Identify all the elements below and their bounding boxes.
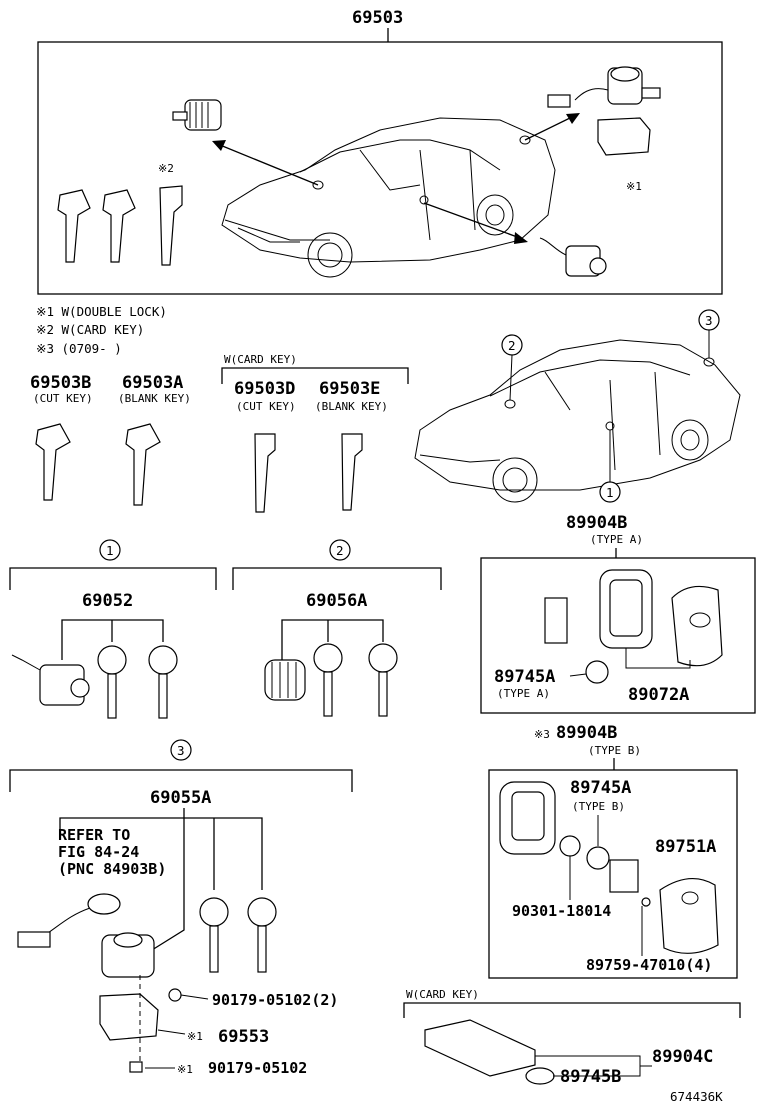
group-3-leader-top [59, 817, 263, 890]
group-1-callout-label: 1 [106, 543, 114, 558]
type-a-case-part-number: 89072A [628, 685, 689, 705]
group-3-leader-main [151, 808, 185, 951]
group-2-callout: 2 [329, 539, 351, 561]
type-a-frame [480, 557, 756, 714]
card-key-illustrations [254, 433, 363, 513]
refer-line-1: REFER TO [58, 826, 130, 844]
group-2-callout-label: 2 [336, 543, 344, 558]
trunk-cylinder-part [539, 237, 607, 277]
type-a-part-number: 89904B [566, 513, 627, 533]
callout-1-car: 1 [599, 430, 621, 503]
cut-key-part-number: 69503B [30, 373, 91, 393]
group-3-bolt-part-number: 90179-05102 [208, 1059, 307, 1077]
type-b-mark: ※3 [534, 728, 550, 741]
group-1-callout: 1 [99, 539, 121, 561]
keys-in-assembly [57, 185, 183, 266]
note-mark-1: ※1 [626, 180, 642, 193]
refer-line-2: FIG 84-24 [58, 843, 139, 861]
type-b-battery-part-number: 89745A [570, 778, 631, 798]
card-key-bottom-bracket [403, 1002, 741, 1018]
group-1-part-number: 69052 [82, 591, 133, 611]
type-b-parts [499, 781, 719, 954]
card-blank-key-part-number: 69503E [319, 379, 380, 399]
door-cylinder-part [172, 99, 222, 131]
group-3-bolt-mark: ※1 [177, 1063, 193, 1076]
callout-3-car: 3 [698, 309, 720, 358]
note-3: ※3 (0709- ) [36, 341, 122, 356]
type-b-cover-part-number: 89751A [655, 837, 716, 857]
car-illustration-right [414, 339, 741, 503]
group-2-bracket [232, 567, 442, 590]
type-a-desc: (TYPE A) [590, 533, 643, 546]
car-illustration-top [221, 117, 556, 278]
cut-key-desc: (CUT KEY) [33, 392, 93, 405]
type-b-screw-part-number: 89759-47010(4) [586, 956, 712, 974]
cover-part-top [597, 117, 651, 156]
key-illustrations [35, 423, 161, 506]
type-a-parts [544, 569, 723, 684]
group-3-cover-part-number: 69553 [218, 1027, 269, 1047]
group-3-screw-part-number: 90179-05102(2) [212, 991, 338, 1009]
group-2-leader [281, 619, 384, 660]
callout-2-car-label: 2 [508, 338, 516, 353]
assembly-part-number: 69503 [352, 8, 403, 28]
callout-1-car-label: 1 [606, 485, 614, 500]
type-b-part-number: 89904B [556, 723, 617, 743]
note-mark-2: ※2 [158, 162, 174, 175]
note-2: ※2 W(CARD KEY) [36, 322, 144, 337]
blank-key-part-number: 69503A [122, 373, 183, 393]
blank-key-desc: (BLANK KEY) [118, 392, 191, 405]
figure-id: 674436K [670, 1089, 723, 1104]
note-1: ※1 W(DOUBLE LOCK) [36, 304, 167, 319]
type-b-frame [488, 769, 738, 979]
group-3-part-number: 69055A [150, 788, 211, 808]
callout-2-car: 2 [501, 334, 523, 401]
card-key-label: W(CARD KEY) [406, 988, 479, 1001]
group-1-bracket [9, 567, 217, 590]
type-b-oring-part-number: 90301-18014 [512, 902, 611, 920]
card-blank-key-desc: (BLANK KEY) [315, 400, 388, 413]
type-b-battery-desc: (TYPE B) [572, 800, 625, 813]
group-3-callout-label: 3 [177, 743, 185, 758]
group-3-cover-mark: ※1 [187, 1030, 203, 1043]
card-cut-key-part-number: 69503D [234, 379, 295, 399]
group-2-part-number: 69056A [306, 591, 367, 611]
type-a-battery-part-number: 89745A [494, 667, 555, 687]
group-2-parts [264, 643, 398, 717]
ignition-switch-part [547, 66, 661, 108]
type-b-desc: (TYPE B) [588, 744, 641, 757]
card-cut-key-desc: (CUT KEY) [236, 400, 296, 413]
card-key-group-label: W(CARD KEY) [224, 353, 297, 366]
refer-line-3: (PNC 84903B) [58, 860, 166, 878]
assembly-frame [37, 41, 723, 295]
group-3-bracket [9, 769, 353, 792]
card-key-part-number: 89904C [652, 1047, 713, 1067]
card-key-battery-part-number: 89745B [560, 1067, 621, 1087]
type-a-battery-desc: (TYPE A) [497, 687, 550, 700]
card-key-bracket [221, 367, 409, 384]
group-3-callout: 3 [170, 739, 192, 761]
group-1-parts [11, 645, 178, 719]
assembly-arrows [212, 113, 580, 244]
callout-3-car-label: 3 [705, 313, 713, 328]
card-key-parts [424, 1019, 555, 1085]
